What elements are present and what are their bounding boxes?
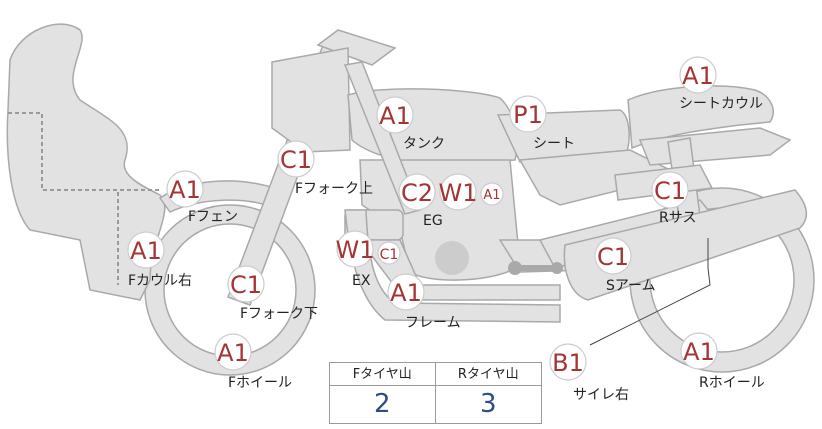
label-group-rear-suspension: C1 Rサス (651, 171, 696, 226)
tire-tread-table: Fタイヤ山 Rタイヤ山 2 3 (329, 362, 542, 424)
seat-label: シート (533, 136, 575, 152)
seat-cowl-label: シートカウル (679, 96, 763, 112)
exhaust-label: EX (352, 273, 371, 289)
exhaust-badge-2: C1 (380, 247, 399, 263)
foot-lever (508, 261, 563, 275)
label-group-engine: C2 W1 A1 EG (398, 173, 504, 229)
label-group-seat-cowl: A1 シートカウル (679, 56, 763, 112)
front-fender-badge: A1 (169, 176, 201, 204)
frame-label: フレーム (405, 315, 461, 331)
muffler (563, 189, 807, 301)
label-group-fork-upper: C1 Fフォーク上 (277, 140, 373, 197)
label-group-exhaust: W1 C1 EX (336, 230, 401, 289)
rear-suspension-label: Rサス (659, 210, 696, 226)
tank-label: タンク (403, 136, 445, 152)
label-group-tank: A1 タンク (376, 96, 445, 152)
front-fender-label: Fフェン (188, 209, 238, 225)
rear-tire-value: 3 (479, 389, 497, 419)
swing-arm-badge: C1 (597, 243, 629, 271)
engine-badge-2: W1 (439, 179, 478, 207)
engine-badge-3: A1 (483, 188, 500, 203)
rear-wheel-badge: A1 (683, 338, 715, 366)
side-right-label: サイレ右 (573, 387, 629, 403)
fork-lower-badge: C1 (230, 271, 262, 299)
label-group-front-wheel: A1 Fホイール (214, 333, 292, 391)
label-group-rear-wheel: A1 Rホイール (680, 332, 765, 391)
rear-suspension-badge: C1 (654, 177, 686, 205)
label-group-seat: P1 シート (509, 95, 575, 152)
front-wheel-badge: A1 (217, 339, 249, 367)
label-group-swing-arm: C1 Sアーム (594, 237, 656, 294)
label-group-side-right: B1 サイレ右 (549, 343, 629, 403)
label-group-frame: A1 フレーム (387, 273, 461, 331)
front-cowl (6, 23, 166, 301)
front-cowl-right-badge: A1 (130, 237, 162, 265)
seat-cowl-badge: A1 (682, 62, 714, 90)
seat-badge: P1 (513, 101, 543, 129)
front-tire-header: Fタイヤ山 (330, 363, 436, 386)
fork-lower-label: Fフォーク下 (240, 306, 318, 322)
front-tire-value: 2 (330, 386, 436, 423)
frame-badge: A1 (390, 279, 422, 307)
label-group-front-cowl-right: A1 Fカウル右 (127, 231, 192, 289)
fork-upper-label: Fフォーク上 (295, 181, 373, 197)
side-right-badge: B1 (552, 349, 584, 377)
label-group-fork-lower: C1 Fフォーク下 (227, 265, 318, 322)
engine-badge-1: C2 (401, 179, 433, 207)
front-cowl-right-label: Fカウル右 (128, 273, 192, 289)
engine-label: EG (423, 213, 443, 229)
rear-wheel-label: Rホイール (699, 375, 765, 391)
swing-arm-label: Sアーム (606, 278, 656, 294)
fork-upper-badge: C1 (280, 146, 312, 174)
exhaust-badge-1: W1 (336, 236, 375, 264)
label-group-front-fender: A1 Fフェン (166, 170, 238, 225)
rear-tire-header: Rタイヤ山 (435, 363, 541, 386)
front-wheel-label: Fホイール (228, 375, 292, 391)
tank-badge: A1 (379, 102, 411, 130)
